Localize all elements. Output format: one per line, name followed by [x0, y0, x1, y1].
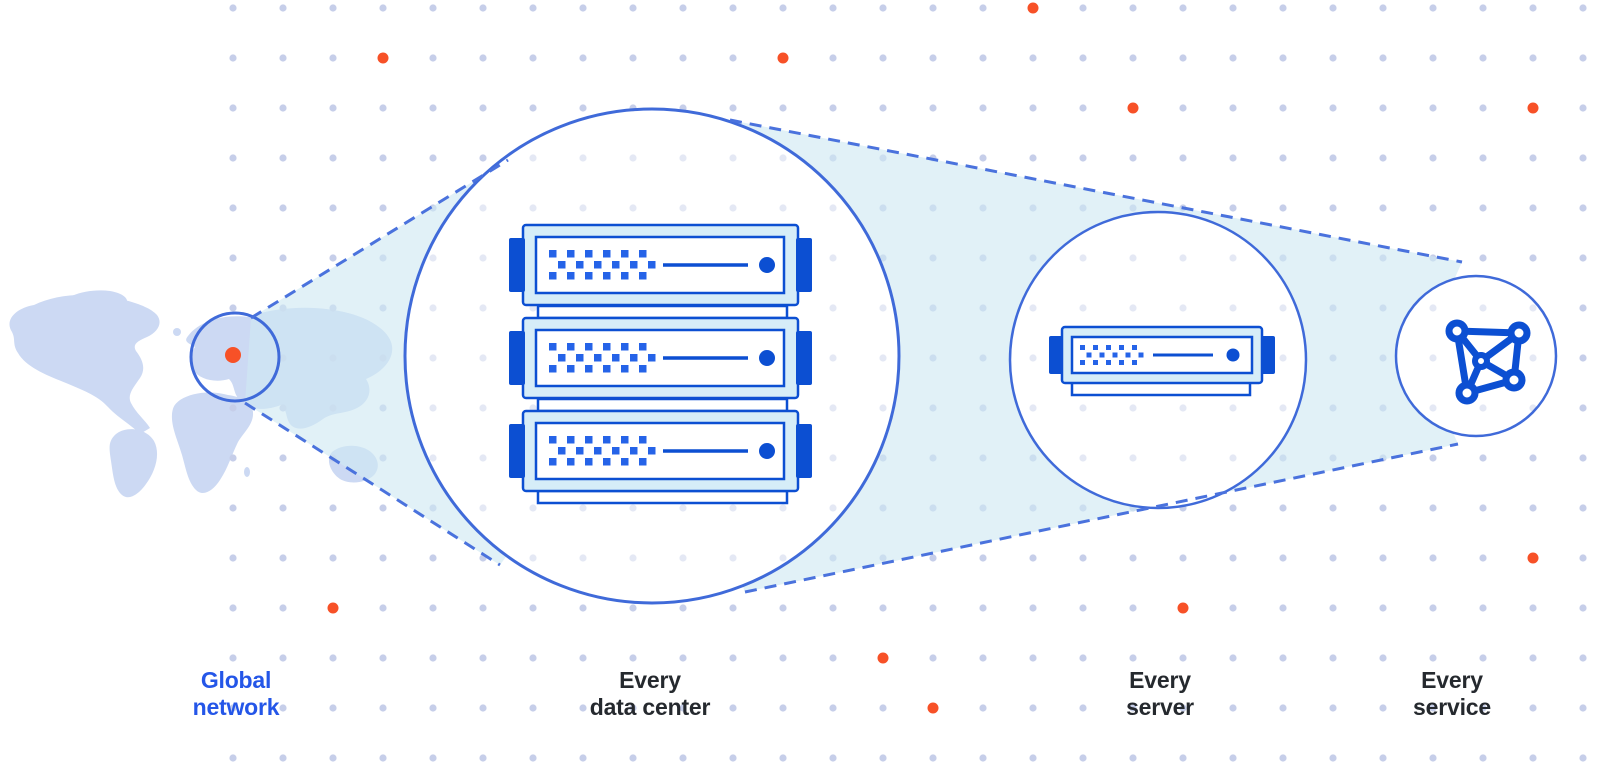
dashed-line-upper-right: [729, 118, 1463, 264]
accent-dot: [1527, 102, 1539, 114]
dashed-line-lower-left: [244, 401, 501, 567]
server-left-tab: [1049, 336, 1063, 374]
dashed-line-lower-right: [744, 442, 1459, 594]
map-location-dot: [225, 347, 241, 363]
server-led: [1226, 348, 1240, 362]
continent-north-america: [9, 294, 160, 434]
continent-south-america: [109, 429, 158, 498]
server-rack-icon: [509, 225, 812, 505]
global-network-highlight: [189, 311, 281, 403]
rack-base-tray: [536, 489, 789, 505]
accent-dot: [1527, 552, 1539, 564]
rack-connector: [536, 397, 789, 413]
zoom-dashed-lines: [244, 118, 1463, 594]
label-global-network: Global network: [192, 667, 280, 720]
server-unit: [509, 318, 812, 398]
label-every-data-center: Every data center: [589, 667, 711, 720]
network-graph-icon: [1445, 319, 1531, 405]
label-every-service: Every service: [1413, 667, 1491, 720]
accent-dot: [777, 52, 789, 64]
server-unit: [509, 411, 812, 491]
island-uk: [173, 328, 181, 336]
server-unit: [509, 225, 812, 305]
label-every-server: Every server: [1126, 667, 1194, 720]
single-server-icon: [1049, 325, 1275, 397]
accent-dot: [1127, 102, 1139, 114]
accent-dot: [1027, 2, 1039, 14]
accent-dot: [1177, 602, 1189, 614]
network-nodes: [1445, 319, 1531, 405]
server-right-tab: [1261, 336, 1275, 374]
accent-dot: [927, 702, 939, 714]
accent-dot: [377, 52, 389, 64]
dashed-line-upper-left: [250, 158, 509, 320]
accent-dots: [327, 2, 1539, 714]
map-highlight-circle: [189, 311, 281, 403]
accent-dot: [877, 652, 889, 664]
rack-connector: [536, 304, 789, 320]
accent-dot: [327, 602, 339, 614]
